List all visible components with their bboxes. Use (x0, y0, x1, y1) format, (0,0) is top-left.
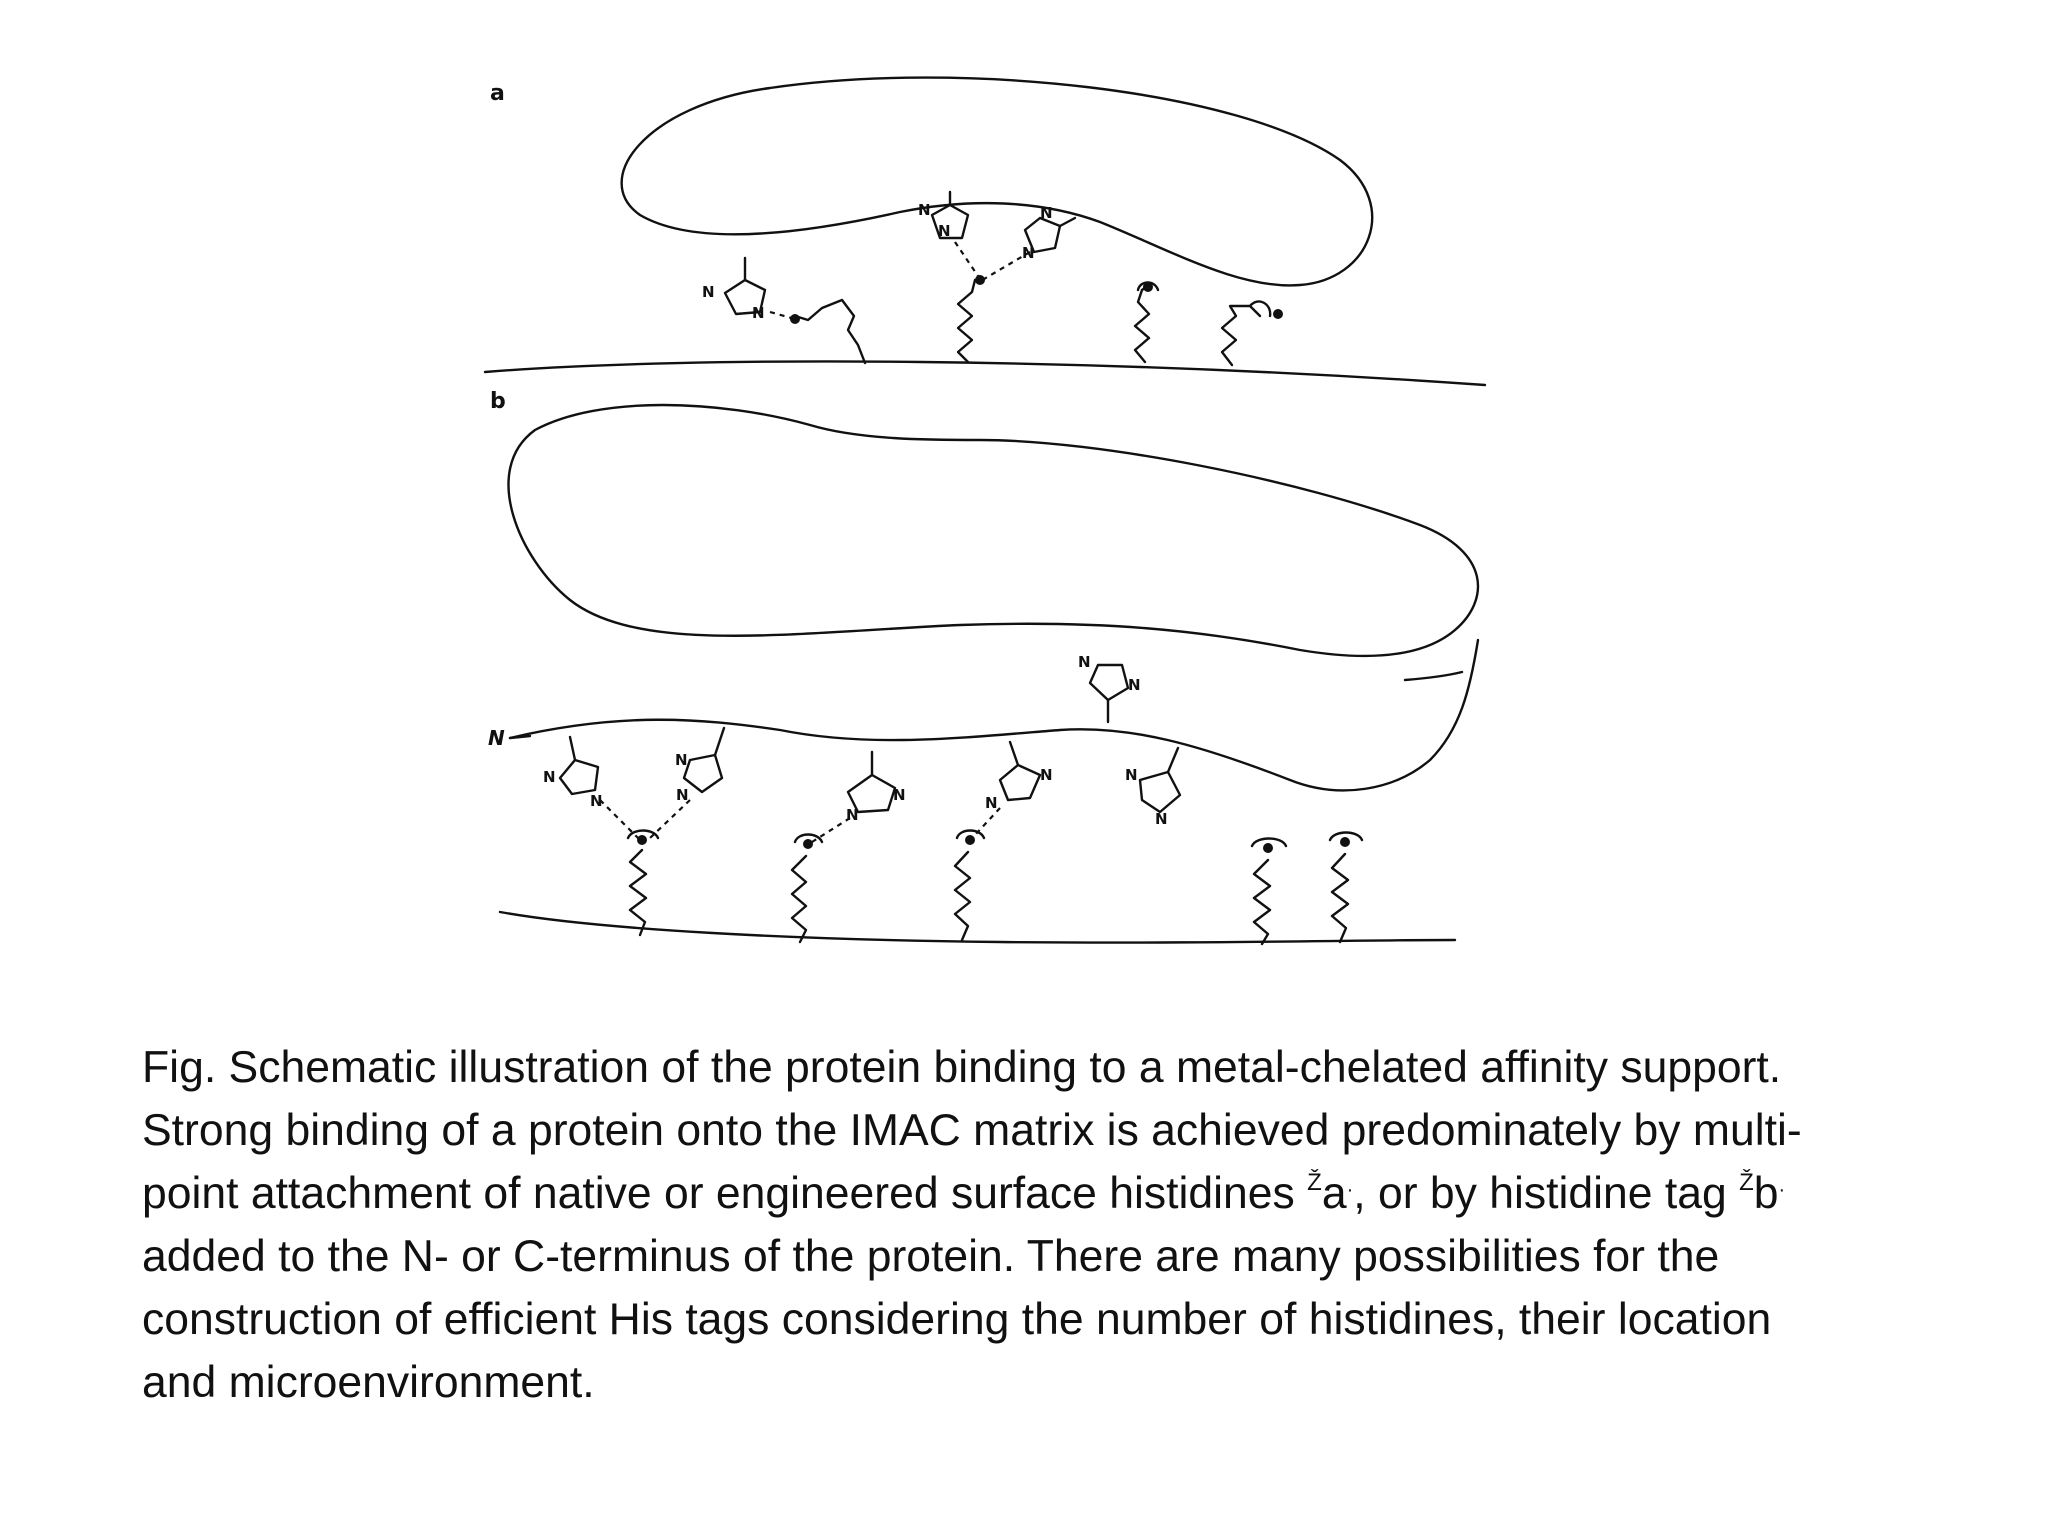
caption-line-1: Fig. Schematic illustration of the prote… (142, 1043, 1782, 1092)
his-a1-n2: N (752, 304, 765, 322)
chelator-b2 (790, 833, 824, 944)
protein-imac-schematic: a N N N N (483, 76, 1487, 946)
caption-dot-a: · (1346, 1179, 1354, 1201)
his-a1-n1: N (702, 283, 715, 301)
his-b1-n1: N (543, 768, 556, 786)
his-a2-n1: N (918, 201, 931, 219)
his-b2-n2: N (676, 786, 689, 804)
protein-b-lobe-join (1403, 670, 1464, 682)
histidine-b3: N N (811, 750, 906, 843)
n-terminus-bond (508, 734, 532, 740)
his-b3-n1: N (893, 786, 906, 804)
chelator-b4 (1250, 837, 1288, 946)
his-b2-n1: N (675, 751, 688, 769)
caption-ref-b: b (1753, 1169, 1779, 1218)
histidine-b1: N N (543, 735, 641, 841)
histidine-a1: N N (702, 256, 796, 322)
caption-mark-b: Ž (1739, 1169, 1754, 1196)
caption-line-3-middle: , or by histidine tag (1353, 1169, 1740, 1218)
protein-a-outline (620, 76, 1374, 287)
his-b5-n2: N (1128, 676, 1141, 694)
caption-line-2: Strong binding of a protein onto the IMA… (142, 1106, 1802, 1155)
n-terminus-label: N (488, 726, 505, 750)
caption-dot-b: · (1778, 1179, 1786, 1201)
chelator-a3 (1133, 281, 1160, 364)
panel-a-label: a (490, 81, 505, 106)
panel-b-label: b (490, 389, 506, 414)
protein-b-lower-lobe (508, 638, 1480, 792)
caption-line-6: and microenvironment. (142, 1358, 595, 1407)
chelator-a1 (790, 298, 867, 365)
his-b5-n1: N (1078, 653, 1091, 671)
his-a3-n1: N (1040, 204, 1053, 222)
caption-ref-a: a (1321, 1169, 1347, 1218)
chelator-b5 (1328, 831, 1364, 944)
caption-line-3-start: point attachment of native or engineered… (142, 1169, 1308, 1218)
his-b4-n2: N (985, 794, 998, 812)
his-b6-n2: N (1155, 810, 1168, 828)
histidine-b2: N N (649, 726, 726, 839)
figure-caption: Fig. Schematic illustration of the prote… (142, 1036, 1942, 1414)
histidine-b6: N N (1125, 746, 1182, 828)
his-b1-n2: N (590, 792, 603, 810)
histidine-b5: N N (1078, 653, 1141, 724)
his-b4-n1: N (1040, 766, 1053, 784)
histidine-a2: N N (918, 190, 979, 277)
chelator-b1 (626, 829, 660, 937)
protein-b-outline (507, 403, 1480, 658)
caption-line-3: point attachment of native or engineered… (142, 1162, 1942, 1225)
matrix-surface-a (483, 360, 1487, 387)
chelator-a2 (956, 275, 985, 364)
histidine-a3: N N (983, 204, 1077, 280)
caption-mark-a: Ž (1307, 1169, 1322, 1196)
caption-line-5: construction of efficient His tags consi… (142, 1295, 1772, 1344)
histidine-b4: N N (974, 740, 1053, 836)
his-b3-n2: N (846, 806, 859, 824)
his-b6-n1: N (1125, 766, 1138, 784)
caption-line-4: added to the N- or C-terminus of the pro… (142, 1232, 1720, 1281)
chelator-b3 (953, 829, 986, 942)
matrix-surface-b (498, 910, 1457, 944)
his-a2-n2: N (938, 222, 951, 240)
chelator-a4 (1220, 300, 1283, 367)
